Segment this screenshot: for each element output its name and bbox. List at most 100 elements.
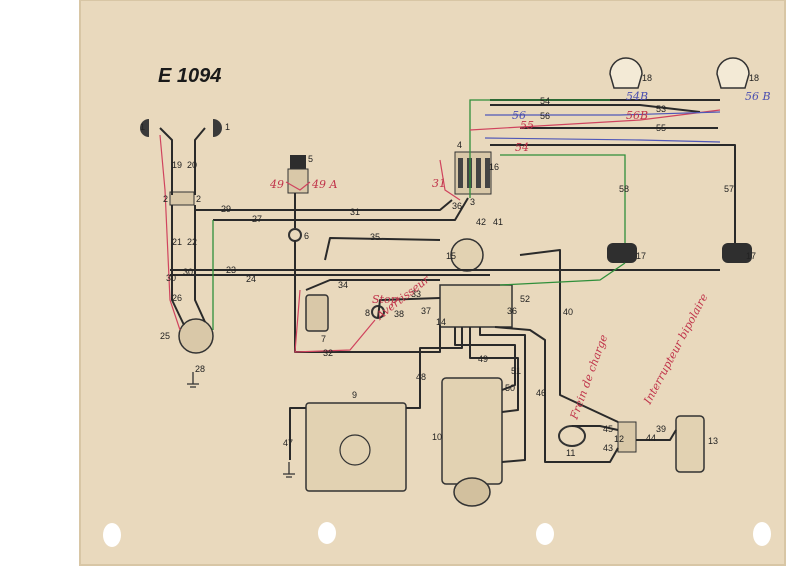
svg-text:51: 51 bbox=[511, 366, 521, 376]
svg-text:12: 12 bbox=[614, 434, 624, 444]
svg-text:19: 19 bbox=[172, 160, 182, 170]
punch-hole bbox=[536, 523, 554, 545]
svg-text:47: 47 bbox=[283, 438, 293, 448]
svg-text:18: 18 bbox=[749, 73, 759, 83]
punch-hole bbox=[103, 523, 121, 547]
ground-symbol bbox=[187, 372, 199, 388]
component-labels: 1 1 19 20 2 2 21 22 23 24 25 26 27 28 29… bbox=[140, 96, 734, 453]
svg-text:34: 34 bbox=[338, 280, 348, 290]
svg-text:4: 4 bbox=[457, 140, 462, 150]
svg-text:32: 32 bbox=[323, 348, 333, 358]
battery-cap bbox=[339, 434, 371, 466]
svg-text:22: 22 bbox=[187, 237, 197, 247]
svg-text:48: 48 bbox=[416, 372, 426, 382]
svg-text:31: 31 bbox=[432, 177, 446, 190]
relay-5 bbox=[290, 155, 306, 169]
rear-lamp-right-17 bbox=[722, 243, 752, 263]
svg-text:55: 55 bbox=[520, 119, 534, 132]
svg-text:15: 15 bbox=[446, 251, 456, 261]
svg-text:40: 40 bbox=[563, 307, 573, 317]
svg-text:56: 56 bbox=[512, 109, 526, 122]
svg-text:24: 24 bbox=[246, 274, 256, 284]
svg-text:20: 20 bbox=[187, 160, 197, 170]
svg-text:36: 36 bbox=[452, 201, 462, 211]
punch-hole bbox=[318, 522, 336, 544]
svg-text:43: 43 bbox=[603, 443, 613, 453]
wiring-annotations bbox=[159, 99, 721, 353]
svg-text:45: 45 bbox=[603, 424, 613, 434]
svg-text:37: 37 bbox=[421, 306, 431, 316]
side-lamp-left bbox=[140, 119, 149, 137]
svg-text:31: 31 bbox=[350, 207, 360, 217]
svg-text:54: 54 bbox=[515, 141, 529, 154]
svg-text:30: 30 bbox=[183, 267, 193, 277]
svg-text:9: 9 bbox=[352, 390, 357, 400]
svg-text:26: 26 bbox=[172, 293, 182, 303]
svg-text:56 B: 56 B bbox=[745, 90, 771, 103]
side-lamp-right bbox=[213, 119, 222, 137]
svg-text:57: 57 bbox=[724, 184, 734, 194]
svg-text:49: 49 bbox=[269, 178, 284, 191]
svg-text:38: 38 bbox=[394, 309, 404, 319]
svg-text:1: 1 bbox=[140, 122, 145, 132]
svg-text:54B: 54B bbox=[626, 90, 648, 103]
svg-text:23: 23 bbox=[226, 265, 236, 275]
svg-text:56B: 56B bbox=[626, 109, 648, 122]
dynamo-10 bbox=[441, 377, 503, 485]
svg-text:35: 35 bbox=[370, 232, 380, 242]
svg-text:13: 13 bbox=[708, 436, 718, 446]
svg-text:29: 29 bbox=[221, 204, 231, 214]
svg-text:39: 39 bbox=[656, 424, 666, 434]
svg-text:54: 54 bbox=[540, 96, 550, 106]
regulator-14 bbox=[439, 284, 513, 328]
svg-text:10: 10 bbox=[432, 432, 442, 442]
svg-text:44: 44 bbox=[646, 433, 656, 443]
ground-symbol bbox=[283, 462, 295, 478]
svg-text:21: 21 bbox=[172, 237, 182, 247]
svg-text:53: 53 bbox=[656, 104, 666, 114]
svg-text:41: 41 bbox=[493, 217, 503, 227]
horn-7 bbox=[305, 294, 329, 332]
rear-lamp-left-17 bbox=[607, 243, 637, 263]
svg-text:17: 17 bbox=[636, 251, 646, 261]
punch-hole bbox=[753, 522, 771, 546]
svg-text:56: 56 bbox=[540, 111, 550, 121]
svg-text:33: 33 bbox=[411, 289, 421, 299]
dynamo-pulley bbox=[453, 477, 491, 507]
svg-text:30: 30 bbox=[166, 273, 176, 283]
svg-text:1: 1 bbox=[225, 122, 230, 132]
headlamp-right-18 bbox=[716, 57, 750, 89]
svg-text:11: 11 bbox=[566, 448, 575, 458]
ignition-coil-13 bbox=[675, 415, 705, 473]
svg-text:58: 58 bbox=[619, 184, 629, 194]
svg-text:49 A: 49 A bbox=[311, 178, 337, 191]
svg-text:Stop: Stop bbox=[372, 293, 398, 306]
svg-text:55: 55 bbox=[656, 123, 666, 133]
svg-text:36: 36 bbox=[507, 306, 517, 316]
component-ids: 3 4 5 6 7 8 9 10 11 12 13 14 15 16 17 17… bbox=[304, 73, 759, 458]
diagram-title: E 1094 bbox=[158, 65, 221, 87]
svg-text:6: 6 bbox=[304, 231, 309, 241]
svg-text:16: 16 bbox=[489, 162, 499, 172]
svg-text:25: 25 bbox=[160, 331, 170, 341]
svg-text:2: 2 bbox=[196, 194, 201, 204]
svg-text:52: 52 bbox=[520, 294, 530, 304]
svg-text:5: 5 bbox=[308, 154, 313, 164]
svg-text:14: 14 bbox=[436, 317, 446, 327]
svg-text:3: 3 bbox=[470, 197, 475, 207]
svg-text:2: 2 bbox=[163, 194, 168, 204]
paper-edge bbox=[79, 0, 786, 566]
svg-text:27: 27 bbox=[252, 214, 262, 224]
paper-sheet bbox=[80, 0, 785, 565]
svg-text:46: 46 bbox=[536, 388, 546, 398]
switch-12 bbox=[617, 421, 637, 453]
junction-block-2 bbox=[169, 191, 195, 206]
distributor-25 bbox=[178, 318, 214, 354]
svg-text:49: 49 bbox=[478, 354, 488, 364]
wiring-black bbox=[159, 99, 736, 463]
svg-text:7: 7 bbox=[321, 334, 326, 344]
svg-text:42: 42 bbox=[476, 217, 486, 227]
svg-text:17: 17 bbox=[746, 251, 756, 261]
